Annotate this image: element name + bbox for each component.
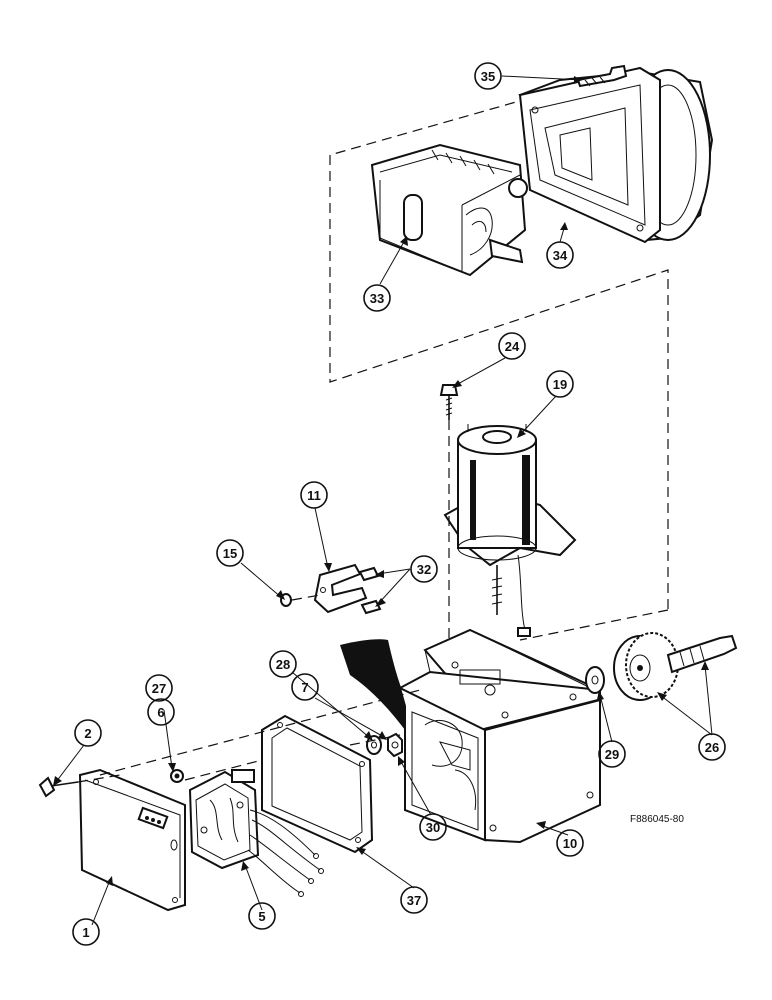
callout-26-label: 26 — [705, 740, 719, 755]
callout-11: 11 — [300, 481, 328, 509]
callout-34-label: 34 — [553, 248, 568, 263]
figure-code: F886045-80 — [630, 814, 684, 825]
part-5-circuit-board — [188, 769, 324, 897]
callout-7-label: 7 — [301, 680, 308, 695]
callout-2: 2 — [74, 719, 102, 747]
callout-30-label: 30 — [426, 820, 440, 835]
callout-10: 10 — [556, 829, 584, 857]
callout-32-label: 32 — [417, 562, 431, 577]
callout-15: 15 — [216, 539, 244, 567]
part-10-gearbox-housing — [398, 628, 602, 844]
callout-29: 29 — [598, 740, 626, 768]
wire-harness-band — [340, 639, 420, 734]
callout-27: 27 — [145, 674, 173, 702]
callout-1-label: 1 — [82, 925, 89, 940]
callout-6-label: 6 — [157, 705, 164, 720]
callout-27-label: 27 — [152, 681, 166, 696]
callout-30: 30 — [419, 813, 447, 841]
callout-26: 26 — [698, 733, 726, 761]
callout-37-label: 37 — [407, 893, 421, 908]
callout-29-label: 29 — [605, 747, 619, 762]
callout-11-label: 11 — [307, 488, 321, 503]
part-29-washer — [585, 666, 605, 694]
callout-1: 1 — [72, 918, 100, 946]
callout-10-label: 10 — [563, 836, 577, 851]
callout-24-label: 24 — [505, 339, 520, 354]
part-2-screw — [38, 774, 121, 798]
callout-5: 5 — [248, 902, 276, 930]
part-6-nut — [170, 769, 184, 783]
callout-35: 35 — [474, 62, 502, 90]
callout-35-label: 35 — [481, 69, 495, 84]
part-33-motor-module — [370, 143, 528, 277]
callout-19-label: 19 — [553, 377, 567, 392]
assembly-dashed-lines — [99, 689, 421, 781]
callout-2-label: 2 — [84, 726, 91, 741]
callout-33-label: 33 — [370, 291, 384, 306]
callout-32: 32 — [410, 555, 438, 583]
part-1-cover-plate — [78, 768, 186, 912]
leader-lines — [53, 75, 713, 926]
callout-28: 28 — [269, 650, 297, 678]
callout-5-label: 5 — [258, 909, 265, 924]
callout-6: 6 — [147, 698, 175, 726]
upper-assembly-dashed-frame — [329, 97, 669, 641]
callout-7: 7 — [291, 673, 319, 701]
part-34-gear-housing — [518, 66, 714, 244]
callout-15-label: 15 — [223, 546, 237, 561]
part-15-washer — [280, 593, 321, 607]
part-37-gasket — [261, 714, 374, 854]
callout-37: 37 — [400, 886, 428, 914]
part-11-bracket — [313, 563, 368, 614]
callout-34: 34 — [546, 241, 574, 269]
callout-33: 33 — [363, 284, 391, 312]
part-26-gear-assembly — [613, 632, 738, 701]
callout-19: 19 — [546, 370, 574, 398]
part-30-nut — [387, 732, 403, 758]
callout-24: 24 — [498, 332, 526, 360]
part-35-screw — [576, 64, 628, 88]
callout-28-label: 28 — [276, 657, 290, 672]
part-19-motor — [443, 424, 577, 637]
